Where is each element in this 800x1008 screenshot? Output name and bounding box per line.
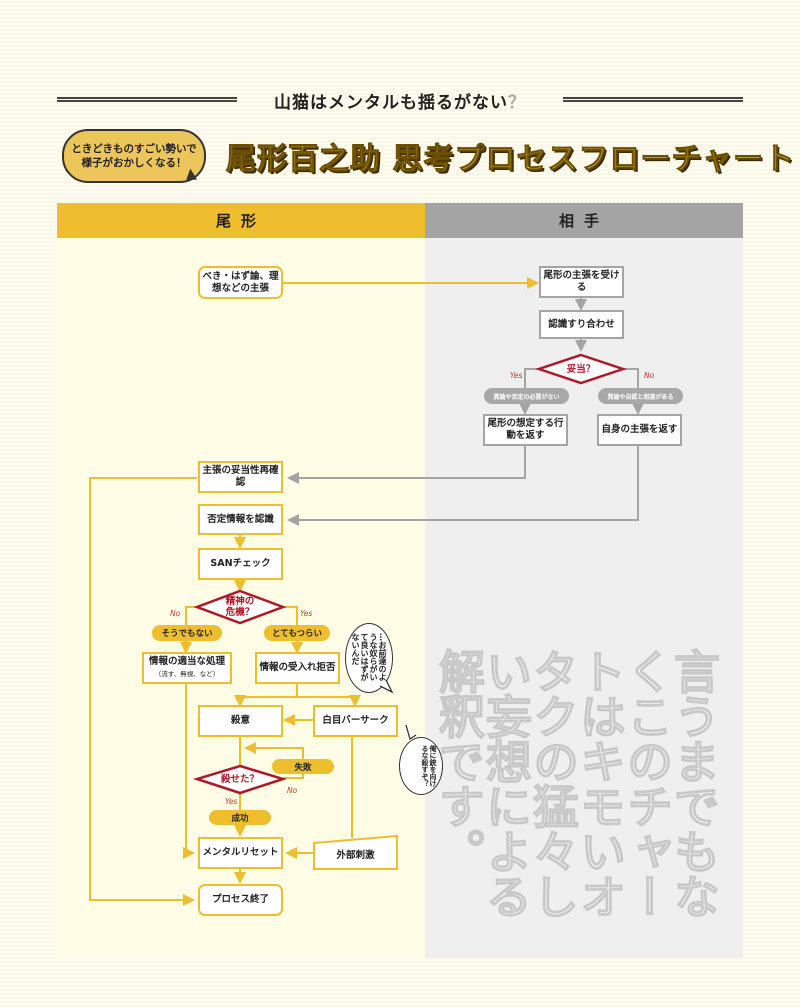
decision-valid-diamond — [535, 353, 627, 385]
connector — [287, 446, 639, 526]
decision-crisis-label: 精神の危機？ — [225, 596, 255, 618]
connector — [287, 446, 526, 484]
murder-intent-node: 殺意 — [198, 705, 283, 737]
bubble-line: ときどきものすごい勢いで — [71, 143, 197, 155]
berserk-node: 白目バーサーク — [313, 705, 398, 737]
process-info-node: 情報の適当な処理 （流す、無視、など） — [142, 652, 232, 684]
condition-pill: 異論や否定の必要がない — [484, 388, 569, 404]
node-label: 情報の適当な処理 — [148, 656, 225, 667]
speech-tail-1 — [380, 680, 394, 694]
speech-bubble-2 — [399, 737, 443, 795]
decision-killed-label: 殺せた？ — [220, 773, 259, 785]
condition-pill: 異論や自認と相違がある — [598, 388, 683, 404]
condition-pill: そうでもない — [152, 625, 222, 641]
intro-speech-bubble: ときどきものすごい勢いで様子がおかしくなる！ — [62, 129, 206, 183]
external-stim-shape — [313, 834, 398, 870]
connector — [89, 477, 197, 906]
connector — [234, 684, 298, 707]
speech-text-2: 俺に銃を向けるな殺すぞ？ — [421, 745, 437, 787]
yes-label: Yes — [300, 609, 313, 618]
column-header-opponent: 相手 — [425, 203, 743, 238]
decision-valid-label: 妥当？ — [566, 363, 596, 375]
header-rule-right — [563, 97, 743, 102]
decision-killed-diamond — [192, 764, 288, 795]
node-note: （流す、無視、など） — [154, 670, 220, 678]
yes-label: Yes — [225, 797, 238, 806]
yes-label: Yes — [510, 371, 523, 380]
connector — [297, 695, 361, 707]
return-own-node: 自身の主張を返す — [597, 414, 682, 446]
reject-info-node: 情報の受入れ拒否 — [255, 652, 340, 684]
header-rule-left — [57, 97, 237, 102]
san-check-node: SANチェック — [198, 548, 283, 580]
condition-pill-fail: 失敗 — [272, 759, 334, 774]
match-recognition-node: 認識すり合わせ — [539, 310, 624, 339]
bubble-line: 様子がおかしくなる！ — [81, 157, 187, 169]
page-title: 尾形百之助 思考プロセスフローチャート — [225, 142, 796, 178]
recheck-node: 主張の妥当性再確認 — [198, 461, 283, 493]
speech-text-1: …お前達のような奴らがいて良いはずがないんだ — [351, 633, 387, 681]
receive-node: 尾形の主張を受ける — [539, 266, 624, 298]
condition-pill: とてもつらい — [264, 625, 330, 641]
column-header-ogata: 尾形 — [57, 203, 425, 238]
mental-reset-node: メンタルリセット — [198, 837, 283, 869]
question-mark: ？ — [508, 93, 526, 113]
decision-crisis-diamond — [193, 589, 287, 625]
return-expected-node: 尾形の想定する行動を返す — [483, 414, 568, 446]
end-node: プロセス終了 — [198, 884, 283, 916]
connector — [183, 684, 195, 859]
external-stim-node: 外部刺激 — [336, 850, 375, 861]
condition-pill-success: 成功 — [209, 810, 271, 825]
speech-tail-2 — [405, 725, 417, 741]
recognize-negative-node: 否定情報を認識 — [198, 504, 283, 535]
no-label: No — [170, 609, 181, 618]
subtitle: 山猫はメンタルも揺るがない？ — [274, 93, 526, 113]
no-label: No — [287, 786, 298, 795]
disclaimer-text: 言うまでもなくこのチャートはキモいオタクの猛々しい妄想による解釈です。 — [431, 647, 721, 918]
start-node: べき・はず論、理想などの主張 — [198, 266, 283, 299]
no-label: No — [644, 371, 655, 380]
